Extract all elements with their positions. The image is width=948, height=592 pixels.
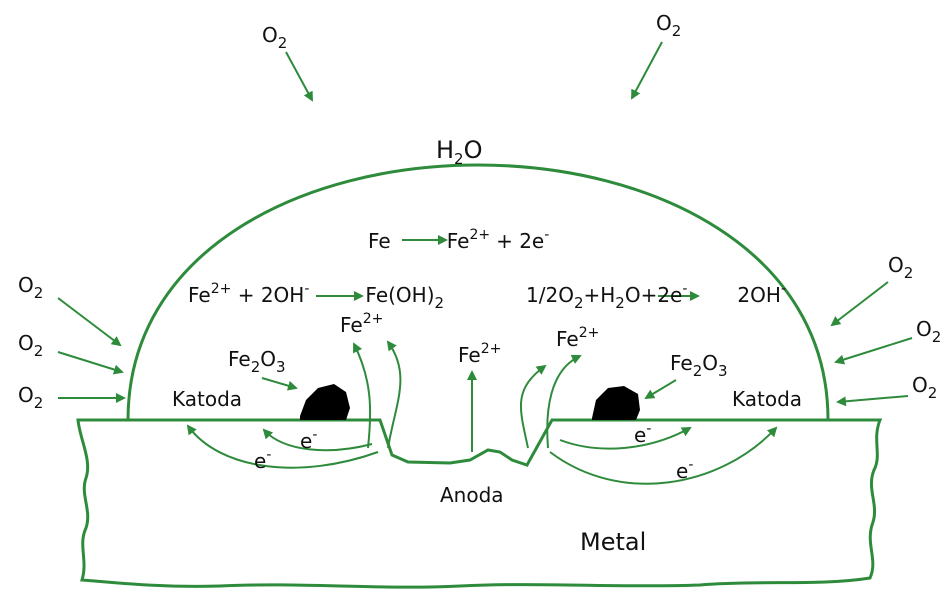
cathode-label-right: Katoda [732,387,802,411]
rust-deposit-right [592,386,640,420]
metal-block [76,418,883,589]
anode-label: Anoda [440,483,504,507]
svg-text:O2: O2 [18,273,43,302]
svg-text:e-: e- [254,447,271,473]
rust-label-left: Fe2O3 [228,347,286,376]
iron-ion-arrows [353,340,582,452]
metal-label: Metal [580,528,646,556]
svg-text:e-: e- [300,427,317,453]
svg-text:Fe2+: Fe2+ [556,325,599,351]
water-droplet-outline [126,163,830,421]
svg-text:O2: O2 [916,317,941,346]
svg-text:O2: O2 [18,331,43,360]
svg-text:O2: O2 [912,373,937,402]
iron-ion-labels: Fe2+ Fe2+ Fe2+ [340,311,599,367]
svg-text:O2: O2 [888,253,913,282]
svg-text:O2: O2 [262,23,287,52]
cathode-label-left: Katoda [172,387,242,411]
svg-text:Fe2+: Fe2+ [458,341,501,367]
hydroxide-reaction: Fe2+ + 2OH-Fe(OH)2 [188,281,444,312]
svg-text:O2: O2 [656,11,681,40]
rust-deposit-left [300,384,350,420]
water-label: H2O [436,136,482,168]
reaction-arrows [261,235,700,400]
electron-arrows [186,424,778,485]
svg-text:O2: O2 [18,383,43,412]
oxygen-arrows [57,41,913,407]
electron-labels: e- e- e- e- [254,421,693,483]
rust-label-right: Fe2O3 [670,351,728,380]
oxygen-labels: O2 O2 O2 O2 O2 O2 O2 O2 [18,11,941,412]
svg-text:e-: e- [634,421,651,447]
svg-text:e-: e- [676,457,693,483]
cathode-reaction: 1/2O2+H2O+2e-2OH- [526,281,786,312]
svg-text:Fe2+: Fe2+ [340,311,383,337]
